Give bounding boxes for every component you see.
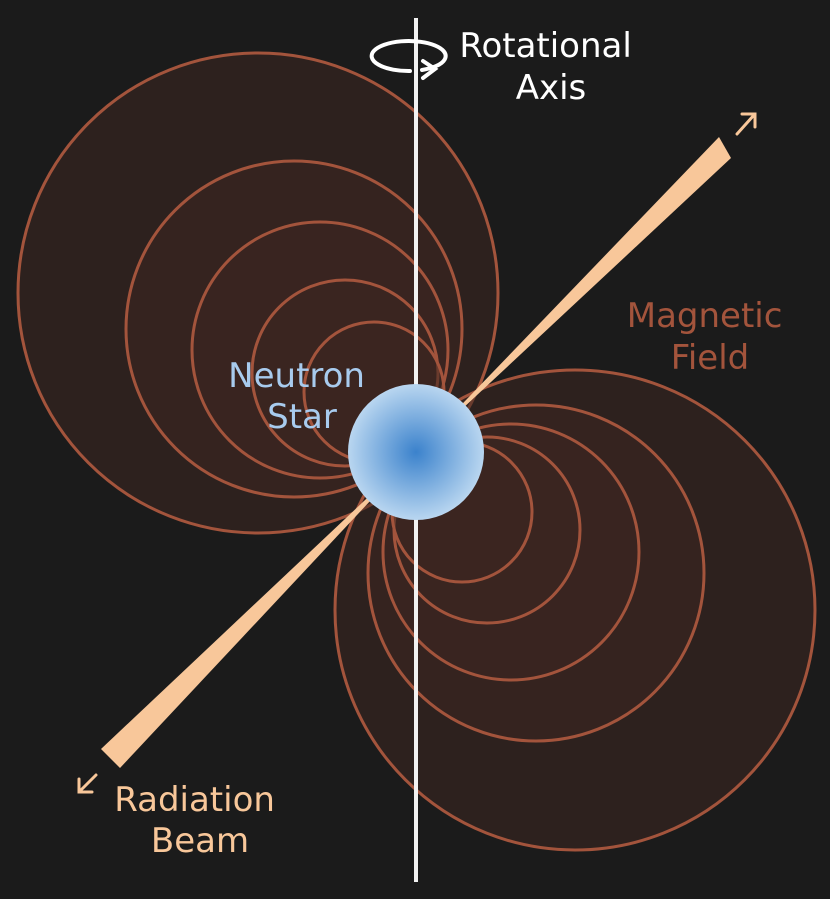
magnetic-field-label: Magnetic Field (627, 296, 794, 378)
radiation-beam-lower (101, 452, 416, 768)
neutron-star (348, 384, 484, 520)
neutron-star-label: Neutron Star (228, 356, 376, 437)
radiation-beam-upper (416, 137, 731, 452)
rotational-axis-label: Rotational Axis (459, 26, 642, 108)
radiation-beam-label: Radiation Beam (114, 780, 286, 861)
arrow-icon (735, 112, 757, 136)
arrow-icon (77, 773, 98, 794)
rotation-arrow-icon (369, 39, 448, 80)
